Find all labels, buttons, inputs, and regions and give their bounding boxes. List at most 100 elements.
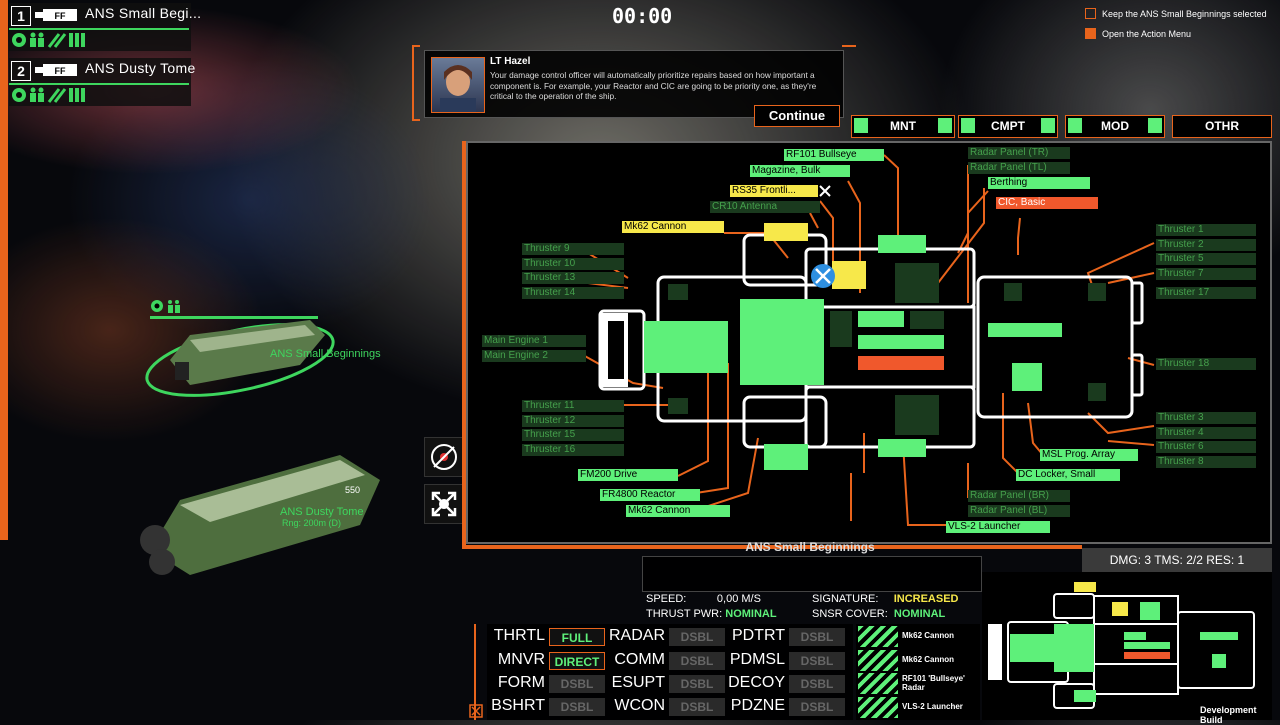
status-icons — [11, 86, 87, 104]
pdtrt-toggle[interactable]: DSBL — [789, 628, 845, 646]
component-cr10-antenna[interactable]: CR10 Antenna — [710, 201, 820, 213]
component-thruster-8[interactable]: Thruster 8 — [1156, 456, 1256, 468]
damage-summary: DMG: 3 TMS: 2/2 RES: 1 — [1082, 548, 1272, 572]
fleet-ship-name: ANS Dusty Tome — [85, 60, 196, 76]
decoy-toggle[interactable]: DSBL — [789, 675, 845, 693]
ship-1-model — [145, 316, 335, 397]
component-thruster-6[interactable]: Thruster 6 — [1156, 441, 1256, 453]
officer-portrait — [431, 57, 485, 113]
formation-toggle[interactable]: DSBL — [549, 675, 605, 693]
component-fr4800-reactor[interactable]: FR4800 Reactor — [600, 489, 700, 501]
fleet-item-1[interactable]: 1 FF ANS Small Begi... — [9, 3, 201, 51]
component-radar-panel-br[interactable]: Radar Panel (BR) — [968, 490, 1070, 502]
component-thruster-1[interactable]: Thruster 1 — [1156, 224, 1256, 236]
tab-label: MOD — [1101, 119, 1129, 133]
component-cic-basic[interactable]: CIC, Basic — [996, 197, 1098, 209]
component-thruster-14[interactable]: Thruster 14 — [522, 287, 624, 299]
control-label-radar: RADAR — [608, 627, 665, 644]
status-icons — [11, 31, 87, 49]
ship-schematic — [582, 154, 1155, 526]
control-label-esupt: ESUPT — [611, 674, 665, 691]
component-thruster-12[interactable]: Thruster 12 — [522, 415, 624, 427]
control-label-pdzne: PDZNE — [730, 697, 785, 714]
component-thruster-9[interactable]: Thruster 9 — [522, 243, 624, 255]
component-thruster-7[interactable]: Thruster 7 — [1156, 268, 1256, 280]
component-radar-panel-tr[interactable]: Radar Panel (TR) — [968, 147, 1070, 159]
component-thruster-13[interactable]: Thruster 13 — [522, 272, 624, 284]
component-radar-panel-tl[interactable]: Radar Panel (TL) — [968, 162, 1070, 174]
ship-2-label[interactable]: ANS Dusty Tome — [280, 506, 364, 518]
component-thruster-3[interactable]: Thruster 3 — [1156, 412, 1256, 424]
component-thruster-18[interactable]: Thruster 18 — [1156, 358, 1256, 370]
component-thruster-2[interactable]: Thruster 2 — [1156, 239, 1256, 251]
component-fm200-drive[interactable]: FM200 Drive — [578, 469, 678, 481]
component-rs35-frontline[interactable]: RS35 Frontli... — [730, 185, 818, 197]
pdmsl-toggle[interactable]: DSBL — [789, 652, 845, 670]
component-thruster-17[interactable]: Thruster 17 — [1156, 287, 1256, 299]
weapon-item[interactable]: VLS-2 Launcher — [858, 697, 978, 718]
radar-toggle[interactable]: DSBL — [669, 628, 725, 646]
main-engines — [600, 313, 628, 387]
component-main-engine-2[interactable]: Main Engine 2 — [482, 350, 586, 362]
esupt-toggle[interactable]: DSBL — [669, 675, 725, 693]
component-radar-panel-bl[interactable]: Radar Panel (BL) — [968, 505, 1070, 517]
ship-class-icon: FF — [35, 63, 79, 77]
wcon-toggle[interactable]: DSBL — [669, 698, 725, 716]
ship-2-model — [140, 455, 380, 575]
ship-1-label[interactable]: ANS Small Beginnings — [270, 348, 381, 360]
component-thruster-16[interactable]: Thruster 16 — [522, 444, 624, 456]
weapon-item[interactable]: RF101 'Bullseye' Radar — [858, 673, 978, 694]
component-mk62-cannon-top[interactable]: Mk62 Cannon — [622, 221, 724, 233]
option-open-action-menu[interactable]: Open the Action Menu — [1085, 28, 1191, 39]
continue-button[interactable]: Continue — [754, 105, 840, 127]
expand-arrows-icon — [431, 491, 457, 517]
tab-othr[interactable]: OTHR — [1172, 115, 1272, 138]
dialog-box: LT Hazel Your damage control officer wil… — [424, 50, 844, 118]
control-label-pdmsl: PDMSL — [729, 651, 785, 668]
component-dc-locker-small[interactable]: DC Locker, Small — [1016, 469, 1120, 481]
tab-label: MNT — [890, 119, 916, 133]
close-icon[interactable] — [469, 704, 483, 718]
control-label-decoy: DECOY — [728, 674, 785, 691]
bshrt-toggle[interactable]: DSBL — [549, 698, 605, 716]
throttle-toggle[interactable]: FULL — [549, 628, 605, 646]
fleet-ship-name: ANS Small Begi... — [85, 5, 202, 21]
tab-label: OTHR — [1205, 119, 1239, 133]
component-mk62-cannon-bottom[interactable]: Mk62 Cannon — [626, 505, 730, 517]
ship-2-range: Rng: 200m (D) — [282, 518, 342, 528]
ship-controls: THRTL FULL MNVR DIRECT FORM DSBL BSHRT D… — [487, 624, 853, 720]
fleet-item-2[interactable]: 2 FF ANS Dusty Tome — [9, 58, 195, 106]
maneuver-toggle[interactable]: DIRECT — [549, 652, 605, 670]
sensor-readout: SNSR COVER: NOMINAL — [812, 608, 946, 620]
component-msl-prog-array[interactable]: MSL Prog. Array — [1040, 449, 1138, 461]
comm-toggle[interactable]: DSBL — [669, 652, 725, 670]
tab-mod[interactable]: MOD — [1065, 115, 1165, 138]
control-label-bshrt: BSHRT — [491, 697, 545, 714]
world-view: 550 — [140, 316, 380, 575]
ship-tag: FF — [55, 11, 66, 21]
speed-readout: SPEED: 0,00 M/S — [646, 593, 761, 605]
target-button[interactable] — [424, 437, 464, 477]
weapon-item[interactable]: Mk62 Cannon — [858, 650, 978, 671]
tab-mnt[interactable]: MNT — [851, 115, 955, 138]
checkbox[interactable] — [1085, 8, 1096, 19]
formation-button[interactable] — [424, 484, 464, 524]
weapon-item[interactable]: Mk62 Cannon — [858, 626, 978, 647]
component-thruster-11[interactable]: Thruster 11 — [522, 400, 624, 412]
component-berthing[interactable]: Berthing — [988, 177, 1090, 189]
minimap-schematic — [988, 582, 1255, 709]
dialog-text: Your damage control officer will automat… — [490, 70, 817, 101]
component-rf101-bullseye[interactable]: RF101 Bullseye — [784, 149, 884, 161]
component-vls-2-launcher[interactable]: VLS-2 Launcher — [946, 521, 1050, 533]
checkbox[interactable] — [1085, 28, 1096, 39]
component-main-engine-1[interactable]: Main Engine 1 — [482, 335, 586, 347]
tab-cmpt[interactable]: CMPT — [958, 115, 1058, 138]
ship-minimap[interactable] — [982, 572, 1272, 720]
component-magazine-bulk[interactable]: Magazine, Bulk — [750, 165, 850, 177]
component-thruster-15[interactable]: Thruster 15 — [522, 429, 624, 441]
pdzne-toggle[interactable]: DSBL — [789, 698, 845, 716]
component-thruster-10[interactable]: Thruster 10 — [522, 258, 624, 270]
component-thruster-4[interactable]: Thruster 4 — [1156, 427, 1256, 439]
option-keep-selected[interactable]: Keep the ANS Small Beginnings selected — [1085, 8, 1267, 19]
component-thruster-5[interactable]: Thruster 5 — [1156, 253, 1256, 265]
